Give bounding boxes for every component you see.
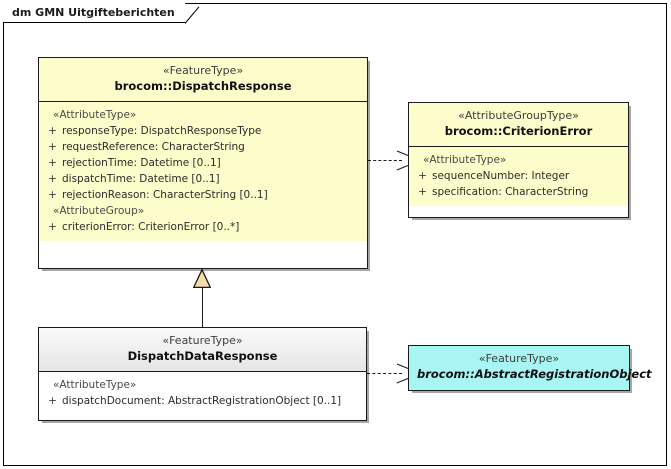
attribute-visibility: +: [418, 170, 427, 182]
attribute-label: dispatchDocument: AbstractRegistrationOb…: [62, 395, 342, 407]
class-name: brocom::DispatchResponse: [114, 79, 292, 93]
class-header-criterion-error: «AttributeGroupType» brocom::CriterionEr…: [409, 103, 628, 147]
diagram-frame-tab: dm GMN Uitgifteberichten: [3, 3, 185, 23]
attribute-label: rejectionTime: Datetime [0..1]: [62, 157, 221, 169]
attribute-label: sequenceNumber: Integer: [432, 170, 570, 182]
attribute-row[interactable]: + rejectionTime: Datetime [0..1]: [43, 155, 363, 171]
attribute-visibility: +: [48, 189, 57, 201]
class-stereotype: «FeatureType»: [162, 64, 244, 77]
attribute-visibility: +: [418, 186, 427, 198]
attribute-group-stereotype: «AttributeGroup»: [53, 205, 145, 217]
attribute-group-stereotype: «AttributeType»: [53, 109, 137, 121]
attribute-visibility: +: [48, 173, 57, 185]
class-name: brocom::AbstractRegistrationObject: [417, 367, 652, 381]
generalization-dispatch-data-response-to-dispatch-response[interactable]: [202, 288, 203, 327]
attribute-label: responseType: DispatchResponseType: [62, 125, 262, 137]
class-box-abstract-registration-object[interactable]: «FeatureType» brocom::AbstractRegistrati…: [408, 345, 652, 391]
attribute-visibility: +: [48, 157, 57, 169]
attribute-row[interactable]: + requestReference: CharacterString: [43, 139, 363, 155]
class-name: DispatchDataResponse: [127, 349, 278, 363]
dependency-dispatch-response-to-criterion-error[interactable]: [368, 160, 402, 161]
attribute-visibility: +: [48, 141, 57, 153]
class-header-abstract-registration-object: «FeatureType» brocom::AbstractRegistrati…: [409, 346, 652, 390]
class-stereotype: «FeatureType»: [478, 352, 560, 365]
attribute-label: dispatchTime: Datetime [0..1]: [62, 173, 220, 185]
attribute-group-stereotype: «AttributeType»: [53, 379, 137, 391]
class-stereotype: «FeatureType»: [162, 334, 243, 347]
attribute-row[interactable]: + rejectionReason: CharacterString [0..1…: [43, 187, 363, 203]
tab-notch-shape: [185, 3, 201, 24]
class-name: brocom::CriterionError: [444, 124, 593, 138]
attribute-row[interactable]: + criterionError: CriterionError [0..*]: [43, 219, 363, 235]
attribute-row[interactable]: + responseType: DispatchResponseType: [43, 123, 363, 139]
attribute-label: criterionError: CriterionError [0..*]: [62, 221, 240, 233]
attribute-label: specification: CharacterString: [432, 186, 589, 198]
attribute-row[interactable]: + dispatchTime: Datetime [0..1]: [43, 171, 363, 187]
attributes-compartment-criterion-error: «AttributeType» + sequenceNumber: Intege…: [409, 147, 628, 206]
attributes-compartment-dispatch-response: «AttributeType» + responseType: Dispatch…: [39, 102, 367, 241]
generalization-triangle-outline-icon: [193, 269, 211, 288]
class-stereotype: «AttributeGroupType»: [458, 109, 579, 122]
attribute-row[interactable]: + sequenceNumber: Integer: [413, 168, 624, 184]
class-box-dispatch-data-response[interactable]: «FeatureType» DispatchDataResponse «Attr…: [38, 327, 367, 421]
attribute-label: rejectionReason: CharacterString [0..1]: [62, 189, 268, 201]
class-box-criterion-error[interactable]: «AttributeGroupType» brocom::CriterionEr…: [408, 102, 629, 218]
attribute-row[interactable]: + specification: CharacterString: [413, 184, 624, 200]
attribute-label: requestReference: CharacterString: [62, 141, 245, 153]
attribute-row[interactable]: + dispatchDocument: AbstractRegistration…: [43, 393, 362, 409]
attribute-visibility: +: [48, 395, 57, 407]
diagram-title: dm GMN Uitgifteberichten: [12, 5, 175, 19]
class-header-dispatch-response: «FeatureType» brocom::DispatchResponse: [39, 58, 367, 102]
attributes-compartment-dispatch-data-response: «AttributeType» + dispatchDocument: Abst…: [39, 372, 366, 415]
attribute-group-stereotype: «AttributeType»: [423, 154, 507, 166]
class-header-dispatch-data-response: «FeatureType» DispatchDataResponse: [39, 328, 366, 372]
attribute-visibility: +: [48, 221, 57, 233]
generalization-triangle-icon: [193, 269, 211, 288]
attribute-visibility: +: [48, 125, 57, 137]
class-box-dispatch-response[interactable]: «FeatureType» brocom::DispatchResponse «…: [38, 57, 368, 269]
dependency-dispatch-data-response-to-abstract-registration-object[interactable]: [367, 373, 402, 374]
